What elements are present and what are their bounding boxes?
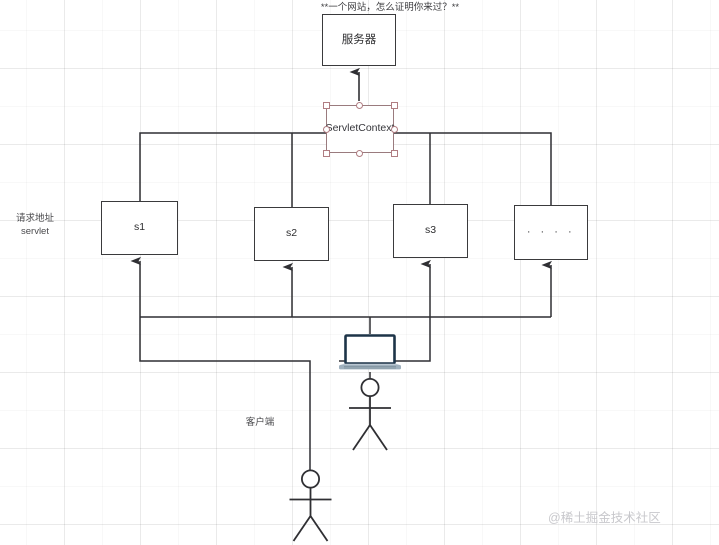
servlet-box-s3[interactable]: s3 <box>393 204 468 258</box>
servlet-box-more-label: · · · · <box>526 225 576 238</box>
servlet-box-s1-label: s1 <box>133 221 146 234</box>
selection-handle-middle-right[interactable] <box>390 125 398 133</box>
edge-ctx-right-trunk <box>394 132 552 205</box>
servlet-context-box[interactable]: ServletContext <box>326 105 394 153</box>
request-address-note: 请求地址 servlet <box>15 213 54 237</box>
edge-ctx-left-trunk <box>139 132 326 201</box>
selection-handle-top-right[interactable] <box>390 101 398 109</box>
watermark-text: @稀土掘金技术社区 <box>548 511 661 525</box>
servlet-box-s2[interactable]: s2 <box>254 207 329 261</box>
stick-figure-user-top[interactable] <box>336 378 404 452</box>
edge-bus-to-user-bottom <box>139 317 311 472</box>
selection-handle-middle-left[interactable] <box>322 125 330 133</box>
selection-handle-bottom-center[interactable] <box>355 149 363 157</box>
servlet-box-s3-label: s3 <box>424 224 437 237</box>
servlet-box-more[interactable]: · · · · <box>514 205 588 260</box>
selection-handle-top-left[interactable] <box>322 101 330 109</box>
client-note: 客户端 <box>245 417 275 428</box>
servlet-box-s1[interactable]: s1 <box>101 201 178 255</box>
selection-handle-top-center[interactable] <box>355 101 363 109</box>
selection-handle-bottom-right[interactable] <box>390 149 398 157</box>
server-box[interactable]: 服务器 <box>322 14 396 66</box>
servlet-context-label: ServletContext <box>325 122 395 135</box>
selection-handle-bottom-left[interactable] <box>322 149 330 157</box>
servlet-box-s2-label: s2 <box>285 227 298 240</box>
server-box-label: 服务器 <box>341 33 377 46</box>
stick-figure-user-bottom[interactable] <box>277 466 345 542</box>
laptop-icon[interactable] <box>339 334 401 372</box>
diagram-title: **一个网站，怎么证明你来过？** <box>320 2 460 13</box>
